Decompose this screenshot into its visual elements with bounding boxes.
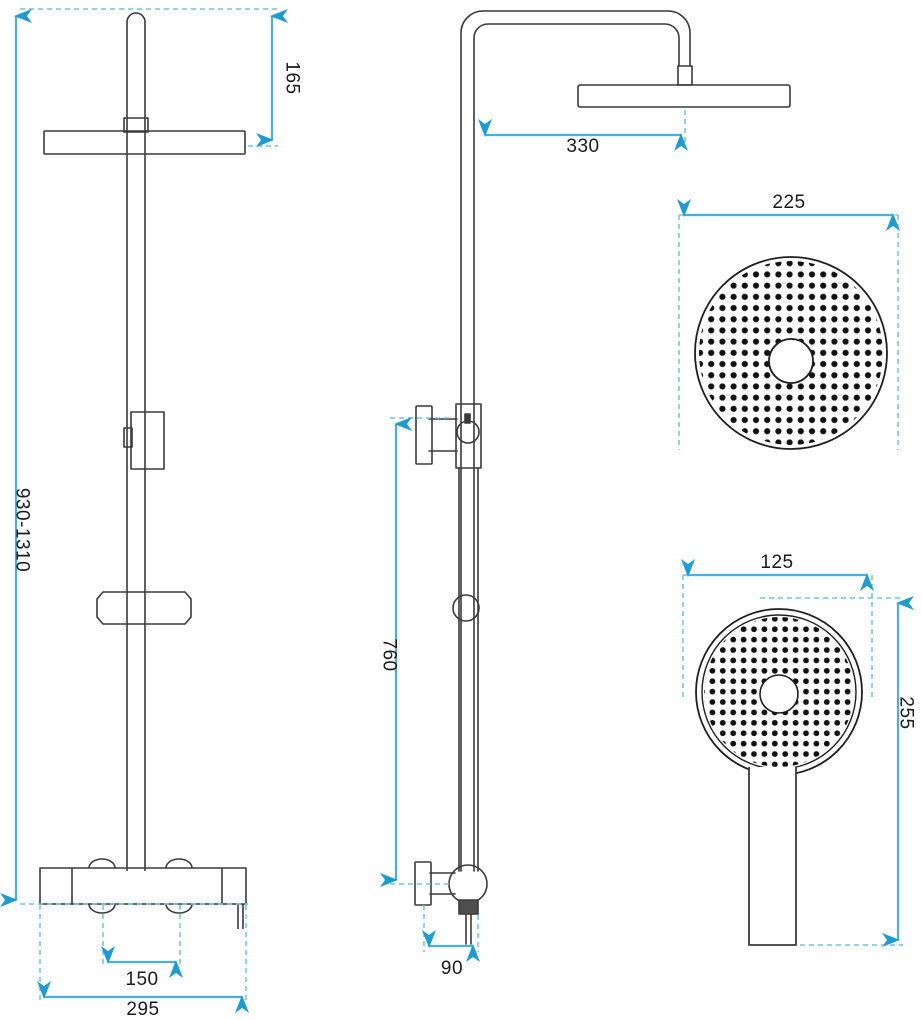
dim-label-valve-depth: 90 bbox=[441, 958, 463, 979]
front-rain-head-bar bbox=[43, 130, 246, 155]
front-handset-holder bbox=[96, 591, 192, 625]
front-view-group bbox=[39, 12, 247, 929]
side-view-group bbox=[414, 10, 791, 945]
front-view-dimension-arrows bbox=[0, 8, 288, 1013]
front-diverter-block bbox=[130, 411, 165, 470]
hand-shower-dimension-arrows bbox=[681, 559, 914, 947]
hand-shower-center-hole bbox=[759, 674, 799, 714]
side-outlet-nut bbox=[458, 899, 479, 915]
rain-head-center-hole bbox=[768, 338, 814, 384]
side-rain-head-plate bbox=[577, 84, 791, 108]
side-handle-knob bbox=[415, 405, 433, 465]
hand-shower-handle bbox=[748, 767, 797, 946]
front-knob-left-bottom bbox=[88, 903, 116, 914]
front-mixer-body bbox=[39, 867, 247, 905]
dim-label-rain-head-diameter: 225 bbox=[772, 192, 805, 213]
dim-label-mixer-width: 295 bbox=[126, 999, 159, 1020]
side-dial-indicator bbox=[464, 413, 471, 424]
dim-label-hand-shower-width: 125 bbox=[760, 552, 793, 573]
dim-label-head-drop: 165 bbox=[282, 61, 303, 94]
front-knob-right-bottom bbox=[165, 903, 193, 914]
rain-head-view-group bbox=[694, 256, 888, 450]
dim-label-knob-spacing: 150 bbox=[125, 969, 158, 990]
side-mixer-body bbox=[455, 403, 482, 469]
side-lower-riser bbox=[458, 467, 479, 872]
front-view-extension-lines bbox=[20, 8, 278, 1002]
dim-label-height-range: 930-1310 bbox=[12, 488, 33, 572]
side-shower-arm-inner bbox=[473, 23, 680, 872]
side-view-dimension-arrows bbox=[380, 119, 688, 962]
dim-label-hand-shower-length: 255 bbox=[896, 696, 917, 729]
front-knob-right-top bbox=[165, 858, 193, 869]
front-outlet-stub bbox=[237, 904, 244, 929]
front-knob-left-top bbox=[88, 858, 116, 869]
side-valve-arm bbox=[429, 872, 456, 895]
hand-shower-view-group bbox=[695, 608, 863, 946]
side-handset-holder-ring bbox=[452, 594, 480, 622]
dim-label-rail-length: 760 bbox=[379, 638, 400, 671]
side-shower-arm-outer bbox=[460, 10, 691, 872]
side-handle-arm bbox=[428, 418, 458, 452]
front-rain-head-connector bbox=[123, 117, 149, 133]
dim-label-arm-reach: 330 bbox=[566, 136, 599, 157]
front-diverter-lever bbox=[123, 427, 133, 448]
